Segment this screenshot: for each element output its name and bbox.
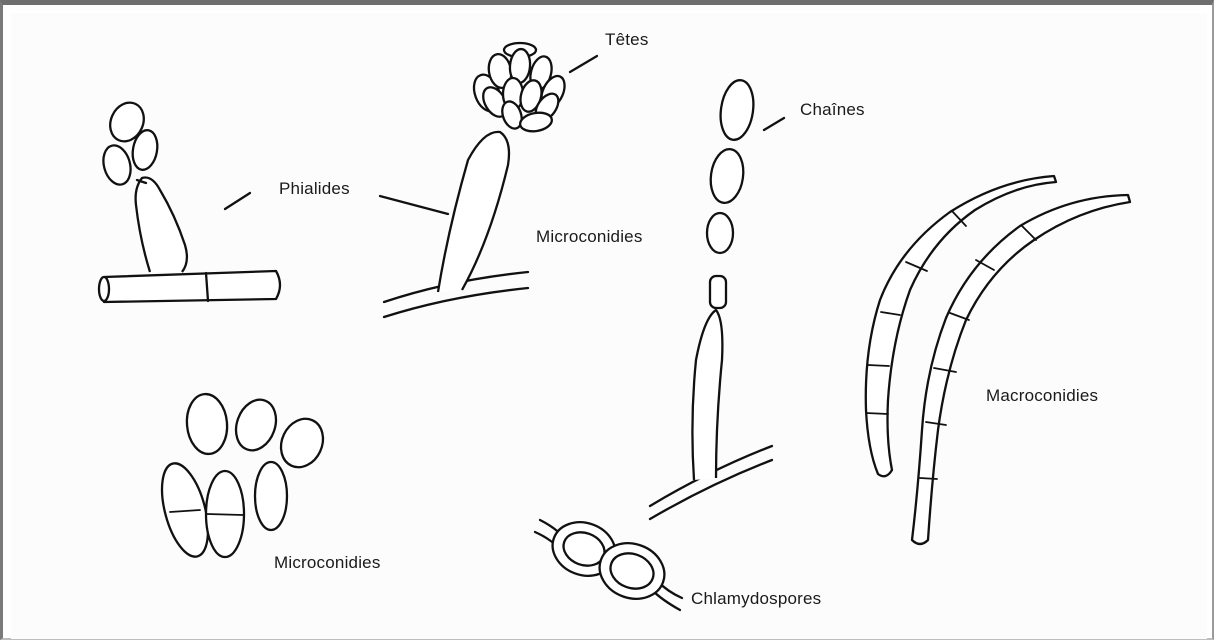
label-chlamydospores: Chlamydospores (691, 589, 821, 609)
phialide-left-drawing (99, 97, 280, 302)
macroconidies-drawing (866, 176, 1130, 544)
chlamydospores-drawing (535, 514, 682, 610)
microconidies-drawing (153, 392, 330, 561)
label-macroconidies: Macroconidies (986, 386, 1098, 406)
label-microconidies-bottom: Microconidies (274, 553, 381, 573)
label-microconidies-top: Microconidies (536, 227, 643, 247)
label-tetes: Têtes (605, 30, 649, 50)
label-chaines: Chaînes (800, 100, 865, 120)
leader-line-tetes (570, 56, 597, 72)
leader-line-chaines (764, 118, 784, 130)
label-phialides: Phialides (279, 179, 350, 199)
leader-line-phialides-left (225, 193, 250, 209)
leader-line-phialides-right (380, 196, 448, 214)
tetes-drawing (384, 43, 569, 317)
chaines-drawing (650, 78, 772, 519)
